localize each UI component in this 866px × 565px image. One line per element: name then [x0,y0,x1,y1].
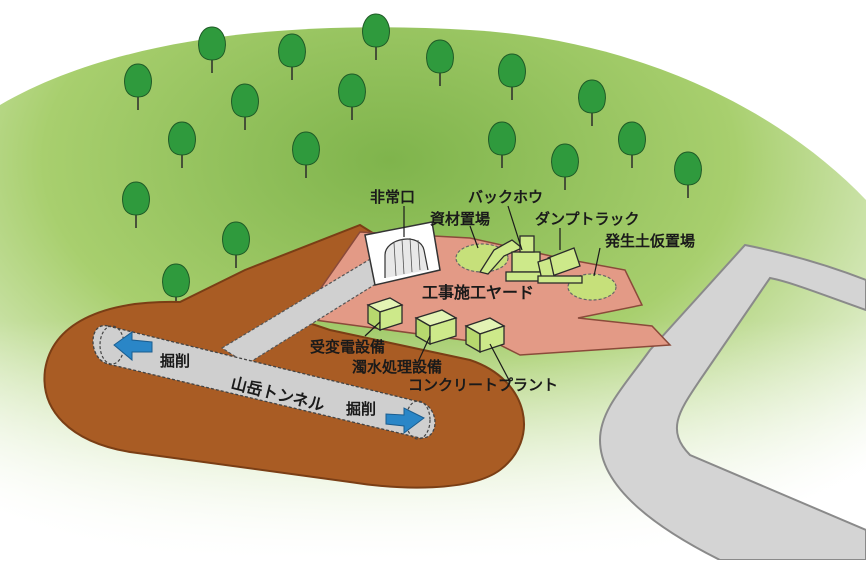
tree-icon [362,13,390,60]
tree-icon [278,33,306,80]
arrow-right-icon [385,407,425,434]
tree-icon [426,39,454,86]
labels: 非常口 バックホウ 資材置場 ダンプトラック 発生土仮置場 工事施工ヤード 受変… [160,188,695,418]
label-construction-yard: 工事施工ヤード [422,283,534,302]
tree-icon [231,83,259,130]
label-substation: 受変電設備 [310,338,385,356]
arrow-left-icon [113,331,153,362]
tree-icon [551,143,579,190]
tree-icon [168,121,196,168]
tree-icon [124,63,152,110]
equipment-box-icon [366,297,506,354]
label-water-treatment: 濁水処理設備 [352,358,442,376]
label-concrete-plant: コンクリートプラント [408,376,558,394]
emergency-exit-portal [364,221,441,286]
substation-box [366,297,404,332]
arrow-icon [113,331,425,434]
leader-lines [364,205,601,383]
excavator-icon [478,235,549,282]
tree-icon [162,263,190,310]
label-dump-truck: ダンプトラック [535,210,640,228]
tree-icon [222,221,250,268]
tree-icon [338,73,366,120]
label-excavation-left: 掘削 [160,352,190,370]
tree-icon [488,121,516,168]
water-treatment-box [414,309,458,346]
tree-icon [618,121,646,168]
concrete-plant-box [464,317,506,354]
trees [122,13,702,310]
tree-icon [498,53,526,100]
tree-icon [292,131,320,178]
label-backhoe: バックホウ [468,188,543,206]
dump-truck-icon [537,247,583,284]
tree-icon [198,26,226,73]
label-emergency-exit: 非常口 [370,188,415,206]
tree-icon [122,181,150,228]
label-excavation-right: 掘削 [346,400,376,418]
label-surplus-soil-yard: 発生土仮置場 [604,232,695,250]
label-material-yard: 資材置場 [430,210,490,228]
tree-icon [674,151,702,198]
tree-icon [578,79,606,126]
road [598,243,866,561]
